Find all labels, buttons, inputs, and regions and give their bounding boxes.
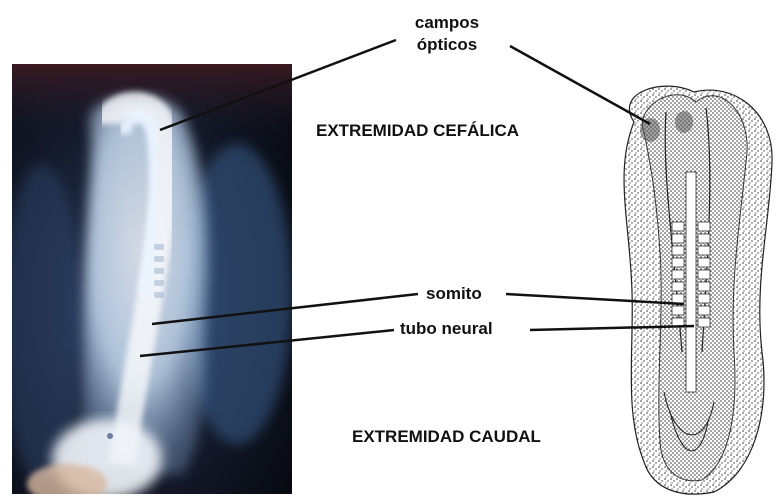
label-extremidad-cefalica: EXTREMIDAD CEFÁLICA [316, 122, 519, 139]
embryo-photograph [12, 64, 292, 494]
label-tubo-neural: tubo neural [400, 320, 493, 337]
embryo-drawing [604, 52, 782, 498]
embryo-photo-image [12, 64, 292, 494]
label-somito: somito [426, 285, 482, 302]
embryo-drawing-image [604, 52, 782, 498]
label-campos: campos [402, 14, 492, 31]
label-opticos: ópticos [402, 36, 492, 53]
label-extremidad-caudal: EXTREMIDAD CAUDAL [352, 428, 541, 445]
